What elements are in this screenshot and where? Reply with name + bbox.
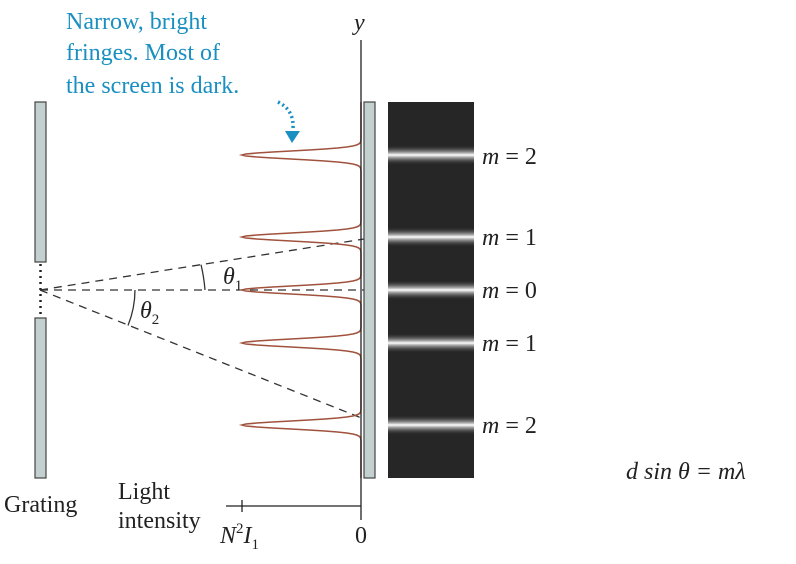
y-axis-label: y bbox=[352, 10, 365, 36]
theta1-arc bbox=[200, 264, 206, 291]
fringe-m0 bbox=[388, 280, 474, 300]
annotation-line-3: the screen is dark. bbox=[66, 73, 239, 99]
order-label-m2-top: m = 2 bbox=[482, 144, 537, 170]
fringe-m1-top bbox=[388, 227, 474, 247]
annotation-arrowhead bbox=[285, 131, 300, 143]
fringe-m1-bottom bbox=[388, 333, 474, 353]
order-label-m2-bottom: m = 2 bbox=[482, 413, 537, 439]
order-label-m1-bottom: m = 1 bbox=[482, 331, 537, 357]
ray-order-2 bbox=[39, 289, 365, 420]
theta2-symbol: θ2 bbox=[140, 298, 159, 328]
annotation-line-2: fringes. Most of bbox=[66, 40, 220, 66]
annotation-line-1: Narrow, bright bbox=[66, 9, 207, 35]
intensity-tick-zero-label: 0 bbox=[355, 523, 367, 549]
fringe-m2-top bbox=[388, 145, 474, 165]
theta1-symbol: θ1 bbox=[223, 264, 242, 294]
screen bbox=[363, 101, 376, 479]
grating-equation: d sin θ = mλ bbox=[626, 459, 746, 485]
intensity-label-line-1: Light bbox=[118, 479, 170, 505]
grating-upper-bar bbox=[34, 101, 47, 263]
ray-order-1 bbox=[39, 238, 365, 291]
grating-label: Grating bbox=[4, 492, 77, 518]
theta2-arc bbox=[127, 289, 136, 326]
fringe-m2-bottom bbox=[388, 415, 474, 435]
intensity-curve bbox=[238, 102, 362, 478]
order-label-m0: m = 0 bbox=[482, 278, 537, 304]
annotation-arrow bbox=[277, 100, 295, 129]
order-label-m1-top: m = 1 bbox=[482, 225, 537, 251]
grating-lower-bar bbox=[34, 317, 47, 479]
intensity-label-line-2: intensity bbox=[118, 508, 201, 534]
intensity-tick-max-label: N2I1 bbox=[219, 521, 259, 553]
